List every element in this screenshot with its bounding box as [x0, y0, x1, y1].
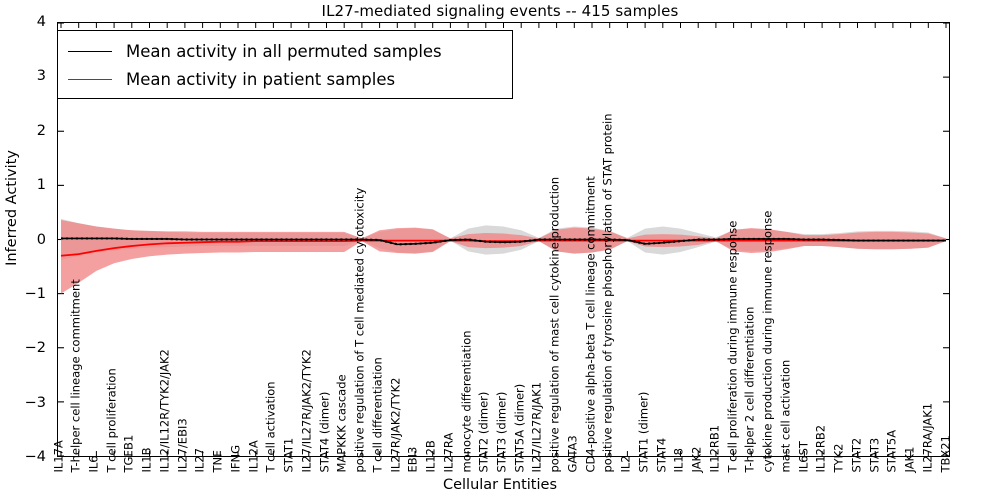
- x-tick-label: STAT1 (dimer): [636, 391, 651, 472]
- x-tick-label: IL12RB2: [813, 424, 828, 472]
- plot-svg: [58, 23, 949, 456]
- x-tick-label: TYK2: [831, 443, 846, 472]
- x-tick-label: JAK1: [902, 446, 917, 472]
- x-tick-label: IL27: [192, 447, 207, 472]
- legend-item-patient: Mean activity in patient samples: [68, 65, 502, 93]
- legend-item-permuted: Mean activity in all permuted samples: [68, 37, 502, 65]
- x-tick-label: TNF: [210, 449, 225, 472]
- x-tick-label: T cell proliferation during immune respo…: [725, 220, 740, 472]
- chart-legend: Mean activity in all permuted samples Me…: [57, 30, 513, 99]
- y-tick-label: 2: [36, 122, 46, 139]
- y-axis-tick-labels: 4 3 2 1 0 −1 −2 −3 −4: [0, 0, 50, 500]
- x-tick-label: STAT2 (dimer): [476, 391, 491, 472]
- x-tick-label: IL12B: [423, 439, 438, 472]
- x-tick-label: STAT3: [867, 437, 882, 472]
- x-tick-label: GATA3: [565, 434, 580, 472]
- x-tick-label: positive regulation of mast cell cytokin…: [547, 176, 562, 472]
- x-tick-label: STAT3 (dimer): [494, 391, 509, 472]
- x-tick-label: IFNG: [228, 444, 243, 472]
- x-tick-label: IL6: [86, 454, 101, 472]
- y-tick-label: 1: [36, 177, 46, 194]
- y-tick-label: −1: [24, 285, 46, 302]
- x-tick-label: IL27/IL27R/JAK2/TYK2: [299, 348, 314, 472]
- y-tick-label: 3: [36, 68, 46, 85]
- x-tick-label: IL12/IL12R/TYK2/JAK2: [157, 348, 172, 472]
- x-tick-label: cytokine production during immune respon…: [760, 210, 775, 472]
- x-tick-label: EBI3: [405, 446, 420, 472]
- x-tick-label: IL18: [671, 447, 686, 472]
- y-tick-label: 0: [36, 231, 46, 248]
- y-tick-label: −4: [24, 449, 46, 465]
- chart-title: IL27-mediated signaling events -- 415 sa…: [321, 2, 679, 20]
- x-tick-label: IL12RB1: [707, 424, 722, 472]
- permuted-mean-line-dotted: [60, 237, 947, 246]
- x-tick-label: T cell differentiation: [370, 356, 385, 472]
- x-tick-label: STAT5A (dimer): [512, 383, 527, 472]
- x-tick-label: TGFB1: [121, 434, 136, 472]
- x-tick-label: TBX21: [938, 434, 952, 472]
- legend-swatch-patient: [68, 78, 112, 80]
- legend-label-permuted: Mean activity in all permuted samples: [126, 41, 442, 61]
- x-tick-label: STAT1: [281, 437, 296, 472]
- x-tick-label: IL27RA: [441, 432, 456, 472]
- y-tick-label: 4: [36, 14, 46, 30]
- x-tick-label: IL12A: [246, 439, 261, 472]
- legend-swatch-permuted: [68, 50, 112, 52]
- x-tick-label: STAT5A: [884, 429, 899, 472]
- patient-mean-line: [60, 239, 947, 257]
- x-tick-label: MAPKKK cascade: [334, 373, 349, 472]
- x-tick-label: positive regulation of tyrosine phosphor…: [600, 112, 615, 472]
- x-tick-label: JAK2: [689, 446, 704, 472]
- x-tick-label: IL27R/JAK2/TYK2: [388, 377, 403, 472]
- x-tick-label: monocyte differentiation: [459, 329, 474, 472]
- x-tick-label: T cell activation: [263, 380, 278, 472]
- x-tick-label: positive regulation of T cell mediated c…: [352, 187, 367, 472]
- x-axis-title: Cellular Entities: [442, 477, 558, 493]
- legend-label-patient: Mean activity in patient samples: [126, 69, 396, 89]
- y-tick-label: −2: [24, 340, 46, 357]
- x-tick-label: STAT4 (dimer): [317, 391, 332, 472]
- x-tick-label: IL2: [618, 454, 633, 472]
- x-tick-label: IL1B: [139, 446, 154, 472]
- x-tick-label: STAT4: [654, 437, 669, 472]
- x-tick-label: IL27/IL27R/JAK1: [529, 381, 544, 472]
- x-tick-label: STAT2: [849, 437, 864, 472]
- x-tick-label: IL27/EBI3: [175, 417, 190, 472]
- x-tick-label: mast cell activation: [778, 359, 793, 472]
- x-tick-label: IL27RA/JAK1: [920, 402, 935, 472]
- x-tick-label: T cell proliferation: [104, 367, 119, 472]
- x-tick-label: IL17A: [51, 439, 65, 472]
- x-tick-label: IL6ST: [796, 440, 811, 472]
- x-tick-label: T-helper cell lineage commitment: [68, 278, 83, 472]
- x-tick-label: T-helper 2 cell differentiation: [742, 306, 757, 472]
- x-tick-label: CD4-positive alpha-beta T cell lineage c…: [583, 175, 598, 472]
- y-tick-label: −3: [24, 394, 46, 411]
